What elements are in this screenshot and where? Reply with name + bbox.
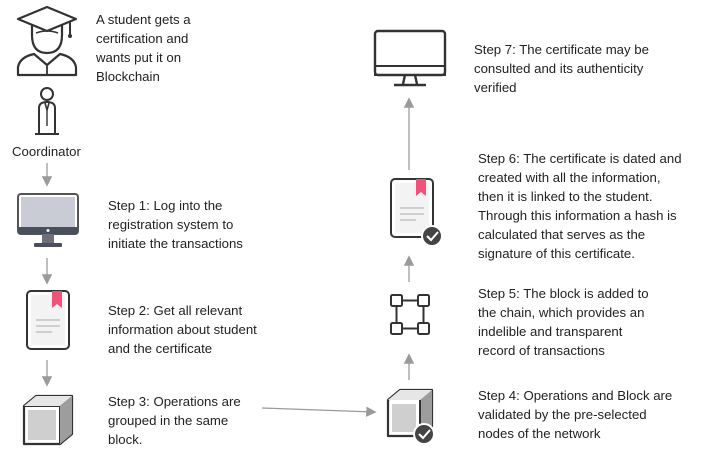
validated-block-icon (386, 388, 435, 445)
step-7-text: Step 7: The certificate may be consulted… (474, 42, 649, 95)
intro-text: A student gets a certification and wants… (96, 12, 191, 84)
computer-monitor-icon (17, 193, 79, 247)
step-1-text: Step 1: Log into the registration system… (108, 198, 243, 251)
certificate-icon (26, 290, 70, 350)
desktop-monitor-icon (373, 29, 447, 87)
block-cube-icon (22, 394, 74, 446)
student-icon (16, 5, 78, 77)
step-3-text: Step 3: Operations are grouped in the sa… (108, 394, 241, 447)
blockchain-nodes-icon (390, 294, 430, 335)
step-4-text: Step 4: Operations and Block are validat… (478, 388, 673, 441)
step-5-text: Step 5: The block is added to the chain,… (478, 286, 649, 358)
arrow-step3-to-step4 (261, 406, 377, 417)
step-2-text: Step 2: Get all relevant information abo… (108, 303, 257, 356)
coordinator-icon (35, 87, 59, 135)
signed-certificate-icon (390, 178, 443, 247)
coordinator-label: Coordinator (12, 144, 81, 159)
step-6-text: Step 6: The certificate is dated and cre… (478, 151, 682, 261)
